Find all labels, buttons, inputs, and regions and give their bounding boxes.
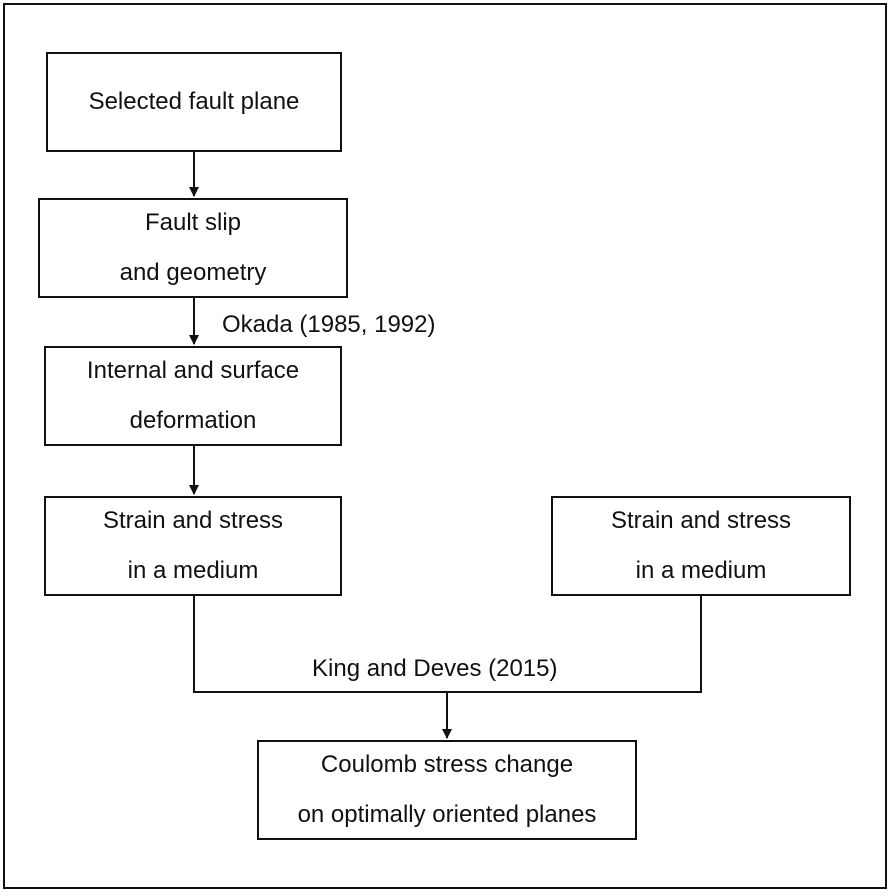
box-strain-stress-left: Strain and stress in a medium [44, 496, 342, 596]
label-king-deves: King and Deves (2015) [312, 655, 558, 682]
box-text-line: in a medium [635, 557, 767, 584]
box-text-line: Strain and stress [102, 507, 284, 534]
box-selected-fault-plane: Selected fault plane [46, 52, 342, 152]
box-text-line: Internal and surface [86, 357, 300, 384]
box-text-line: Selected fault plane [88, 88, 300, 115]
box-text-line: on optimally oriented planes [297, 801, 597, 828]
box-text-line: deformation [129, 407, 257, 434]
box-text-line: Strain and stress [610, 507, 792, 534]
box-fault-slip-geometry: Fault slip and geometry [38, 198, 348, 298]
box-internal-surface-deformation: Internal and surface deformation [44, 346, 342, 446]
box-coulomb-stress-change: Coulomb stress change on optimally orien… [257, 740, 637, 840]
box-text-line: Coulomb stress change [320, 751, 574, 778]
box-strain-stress-right: Strain and stress in a medium [551, 496, 851, 596]
box-text-line: in a medium [127, 557, 259, 584]
box-text-line: and geometry [119, 259, 267, 286]
label-okada: Okada (1985, 1992) [222, 311, 436, 338]
box-text-line: Fault slip [144, 209, 242, 236]
diagram-frame [3, 3, 887, 889]
